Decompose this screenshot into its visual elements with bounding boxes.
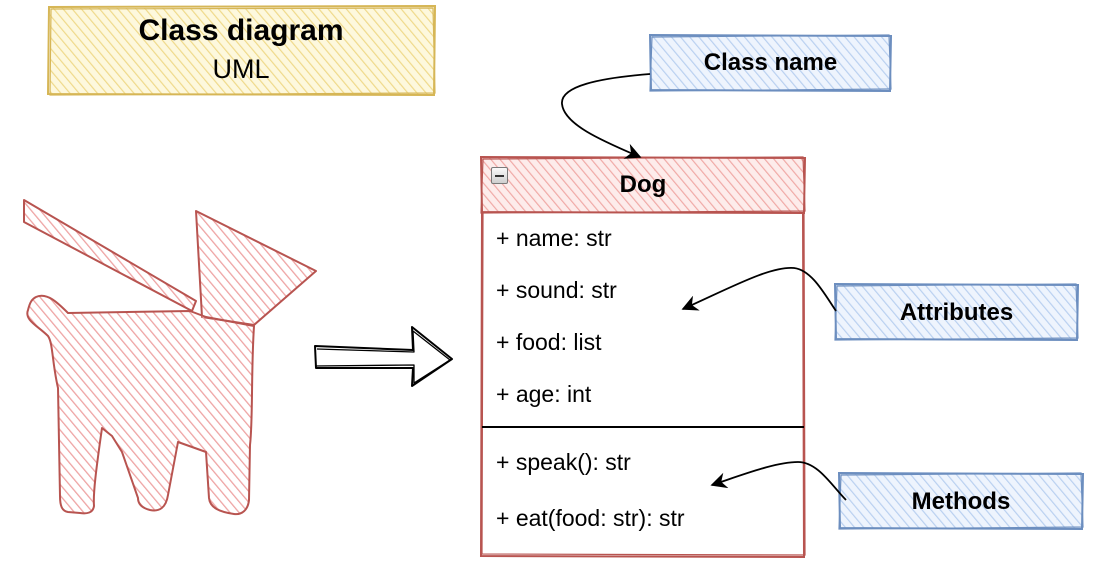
callout-methods-label: Methods: [911, 488, 1011, 515]
callout-attributes-box: [833, 282, 1080, 342]
connector-class-name: [561, 73, 651, 159]
class-attribute: + age: int: [496, 381, 592, 407]
connector-attributes: [681, 267, 837, 312]
dog-on-leash-icon: [23, 199, 317, 516]
class-box: [479, 155, 807, 559]
hollow-arrow-right-icon: [314, 326, 453, 387]
class-attribute: + name: str: [496, 225, 612, 251]
diagram-subtitle: UML: [212, 54, 270, 84]
class-attribute: + sound: str: [496, 277, 617, 303]
callout-attributes-label: Attributes: [899, 299, 1014, 326]
callout-class-name-label: Class name: [703, 49, 838, 76]
class-method: + speak(): str: [496, 449, 631, 475]
connector-methods: [710, 461, 847, 501]
class-attribute: + food: list: [496, 329, 602, 355]
class-name: Dog: [619, 171, 667, 198]
diagram-title: Class diagram: [138, 14, 344, 47]
title-box: [46, 4, 437, 97]
class-method: + eat(food: str): str: [496, 505, 685, 531]
minus-square-icon[interactable]: [491, 167, 508, 184]
callout-class-name-box: [648, 33, 893, 93]
callout-methods-box: [837, 471, 1085, 531]
